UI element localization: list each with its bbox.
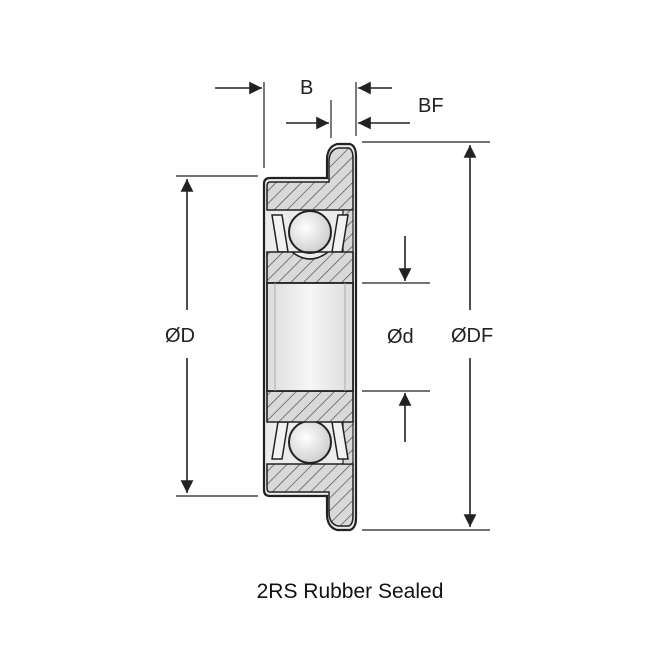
bore bbox=[266, 282, 354, 392]
lower-ball bbox=[288, 420, 332, 464]
bearing-body bbox=[262, 142, 358, 532]
upper-ball bbox=[288, 210, 332, 254]
dimension-arrows bbox=[180, 81, 477, 527]
label-bore-d: Ød bbox=[387, 326, 414, 348]
label-b: B bbox=[300, 77, 313, 99]
label-odf: ØDF bbox=[451, 325, 493, 347]
label-bf: BF bbox=[418, 95, 444, 117]
inner-ring-upper-hatch bbox=[266, 251, 354, 284]
label-od: ØD bbox=[165, 325, 195, 347]
inner-ring-lower-hatch bbox=[266, 390, 354, 423]
outer-ring-lower-hatch bbox=[266, 463, 354, 527]
diagram-caption: 2RS Rubber Sealed bbox=[257, 580, 444, 603]
outer-ring-upper-hatch bbox=[266, 147, 354, 211]
extension-lines bbox=[176, 82, 490, 531]
